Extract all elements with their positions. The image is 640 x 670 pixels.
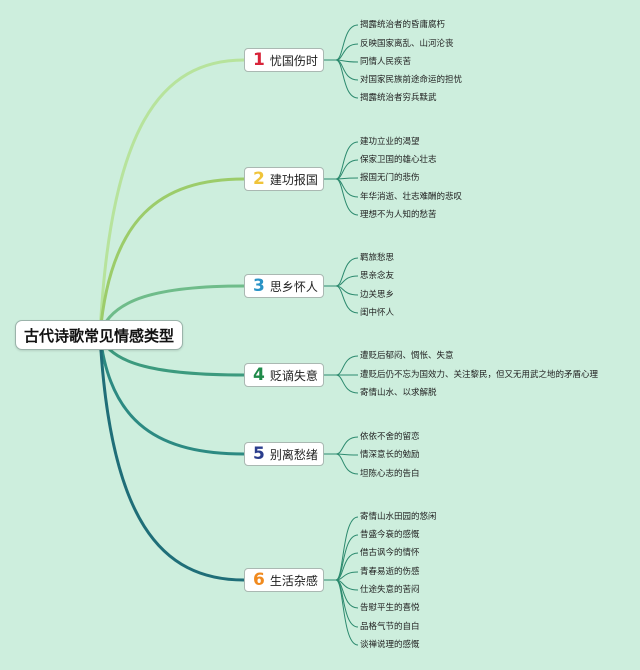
leaf-item[interactable]: 对国家民族前途命运的担忧 [360, 75, 463, 85]
leaf-item[interactable]: 情深意长的勉励 [360, 450, 420, 460]
leaf-item[interactable]: 报国无门的悲伤 [360, 173, 420, 183]
leaf-connector [335, 141, 359, 180]
leaf-item[interactable]: 寄情山水、以求解脱 [360, 388, 437, 398]
leaf-item[interactable]: 羁旅愁思 [360, 253, 395, 263]
category-node-1[interactable]: 1 忧国伤时 [244, 48, 324, 72]
leaf-connector [335, 516, 359, 581]
leaf-connector [335, 453, 359, 475]
category-node-4[interactable]: 4 贬谪失意 [244, 363, 324, 387]
leaf-item[interactable]: 反映国家离乱、山河沦丧 [360, 39, 454, 49]
leaf-item[interactable]: 建功立业的渴望 [360, 137, 420, 147]
leaf-item[interactable]: 揭露统治者的昏庸腐朽 [360, 20, 446, 30]
leaf-item[interactable]: 遭贬后仍不忘为国效力、关注黎民，但又无用武之地的矛盾心理 [360, 370, 599, 380]
category-number: 4 [253, 364, 265, 385]
category-node-2[interactable]: 2 建功报国 [244, 167, 324, 191]
category-number: 5 [253, 443, 265, 464]
leaf-connector [335, 59, 359, 99]
category-title: 忧国伤时 [269, 53, 318, 68]
leaf-item[interactable]: 告慰平生的喜悦 [360, 603, 420, 613]
category-number: 1 [253, 49, 265, 70]
leaf-item[interactable]: 谈禅说理的感慨 [360, 640, 420, 650]
leaf-item[interactable]: 年华消逝、壮志难酬的悲叹 [360, 192, 463, 202]
leaf-item[interactable]: 坦陈心志的告白 [360, 469, 420, 479]
category-number: 3 [253, 275, 265, 296]
leaf-connector [335, 355, 359, 376]
leaf-connector [335, 257, 359, 287]
leaf-item[interactable]: 仕途失意的苦闷 [360, 585, 420, 595]
root-title: 古代诗歌常见情感类型 [23, 326, 174, 345]
leaf-item[interactable]: 青春易逝的伤感 [360, 567, 420, 577]
leaf-item[interactable]: 闺中怀人 [360, 308, 395, 318]
leaf-item[interactable]: 边关思乡 [360, 290, 395, 300]
branch-1 [98, 58, 246, 337]
leaf-connector [335, 159, 359, 180]
leaf-item[interactable]: 思亲念友 [360, 271, 395, 281]
branch-5 [98, 333, 246, 456]
leaf-connector [335, 24, 359, 61]
leaf-item[interactable]: 理想不为人知的愁苦 [360, 210, 437, 220]
leaf-connector [335, 43, 359, 61]
category-number: 6 [253, 569, 265, 590]
category-title: 别离愁绪 [269, 447, 318, 462]
leaf-item[interactable]: 品格气节的自白 [360, 622, 420, 632]
leaf-connector [335, 436, 359, 455]
leaf-connector [335, 579, 359, 646]
category-title: 贬谪失意 [269, 368, 318, 383]
leaf-item[interactable]: 保家卫国的雄心壮志 [360, 155, 437, 165]
category-number: 2 [253, 168, 265, 189]
category-title: 思乡怀人 [269, 279, 318, 294]
leaf-connector [335, 552, 359, 581]
leaf-item[interactable]: 昔盛今衰的感慨 [360, 530, 420, 540]
category-node-3[interactable]: 3 思乡怀人 [244, 274, 324, 298]
leaf-item[interactable]: 同情人民疾苦 [360, 57, 412, 67]
leaf-item[interactable]: 揭露统治者穷兵黩武 [360, 93, 437, 103]
leaf-connector [335, 285, 359, 314]
branch-6 [98, 333, 246, 582]
leaf-item[interactable]: 寄情山水田园的悠闲 [360, 512, 437, 522]
branch-2 [98, 177, 246, 337]
leaf-connector [335, 178, 359, 216]
root-node[interactable]: 古代诗歌常见情感类型 [15, 320, 183, 350]
leaf-item[interactable]: 依依不舍的留恋 [360, 432, 420, 442]
leaf-connector [335, 374, 359, 394]
category-title: 建功报国 [269, 172, 318, 187]
category-node-5[interactable]: 5 别离愁绪 [244, 442, 324, 466]
leaf-connector [335, 177, 359, 180]
category-node-6[interactable]: 6 生活杂感 [244, 568, 324, 592]
category-title: 生活杂感 [269, 573, 318, 588]
leaf-item[interactable]: 遭贬后郁闷、惆怅、失意 [360, 351, 454, 361]
leaf-item[interactable]: 借古讽今的情怀 [360, 548, 420, 558]
